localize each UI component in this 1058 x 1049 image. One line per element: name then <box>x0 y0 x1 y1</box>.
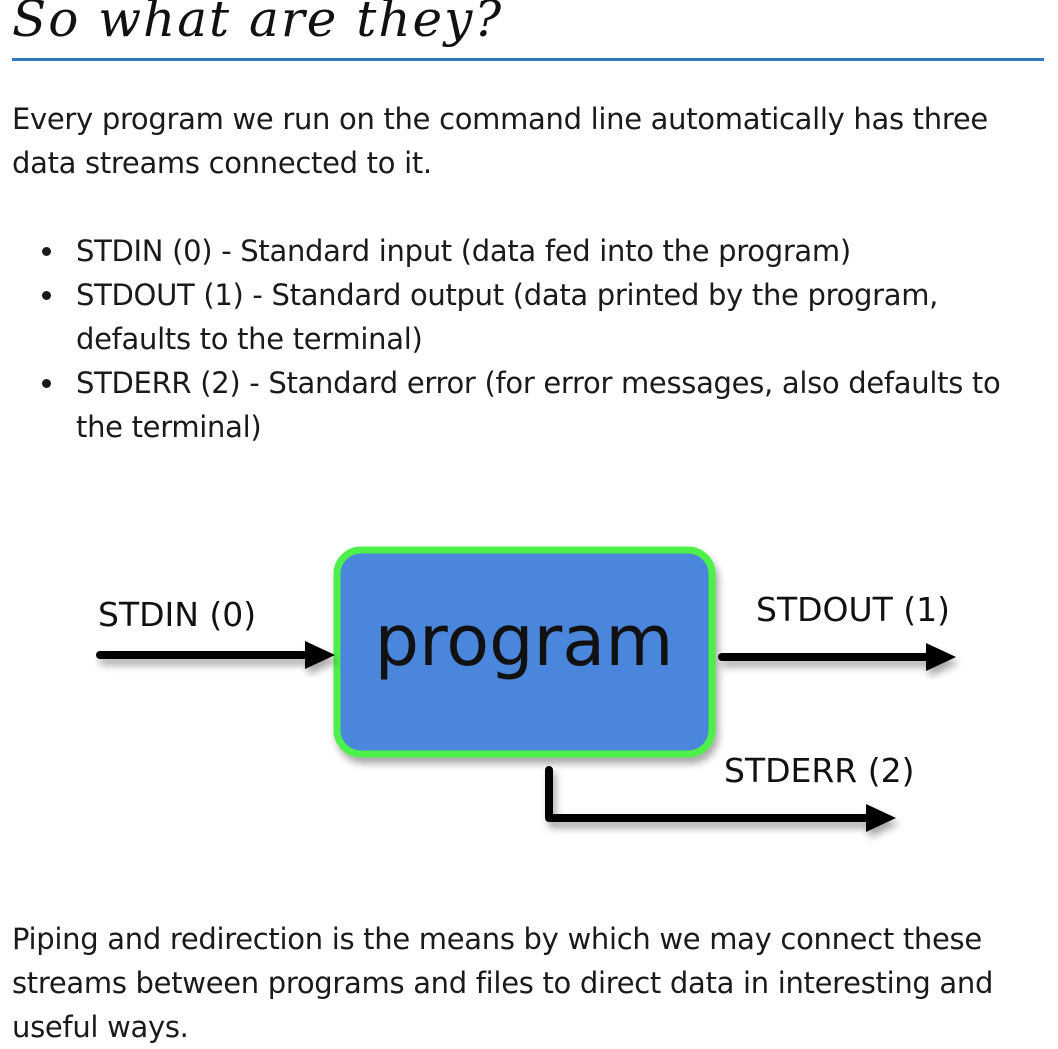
list-item-stderr: STDERR (2) - Standard error (for error m… <box>42 361 1052 449</box>
stdin-label: STDIN (0) <box>98 595 256 634</box>
program-box <box>333 546 716 758</box>
bullet-icon <box>42 291 51 300</box>
list-item-text: STDIN (0) - Standard input (data fed int… <box>76 234 851 268</box>
streams-diagram: program STDIN (0) STDOUT (1) STDERR (2) <box>96 546 956 832</box>
stdin-arrow <box>96 641 335 669</box>
stream-list: STDIN (0) - Standard input (data fed int… <box>12 229 1052 449</box>
bullet-icon <box>42 247 51 256</box>
stderr-arrow <box>545 766 896 832</box>
heading-underline <box>12 58 1044 61</box>
outro-paragraph: Piping and redirection is the means by w… <box>12 922 994 1044</box>
stdout-arrow <box>718 643 956 671</box>
list-item-stdout: STDOUT (1) - Standard output (data print… <box>42 273 1052 361</box>
program-label: program <box>375 600 674 682</box>
bullet-icon <box>42 379 51 388</box>
list-item-text: STDOUT (1) - Standard output (data print… <box>76 278 939 356</box>
page-title: So what are they? <box>12 0 504 48</box>
intro-paragraph: Every program we run on the command line… <box>12 102 988 180</box>
list-item-stdin: STDIN (0) - Standard input (data fed int… <box>42 229 1052 273</box>
list-item-text: STDERR (2) - Standard error (for error m… <box>76 366 1001 444</box>
stderr-label: STDERR (2) <box>724 751 914 790</box>
stdout-label: STDOUT (1) <box>756 590 950 629</box>
